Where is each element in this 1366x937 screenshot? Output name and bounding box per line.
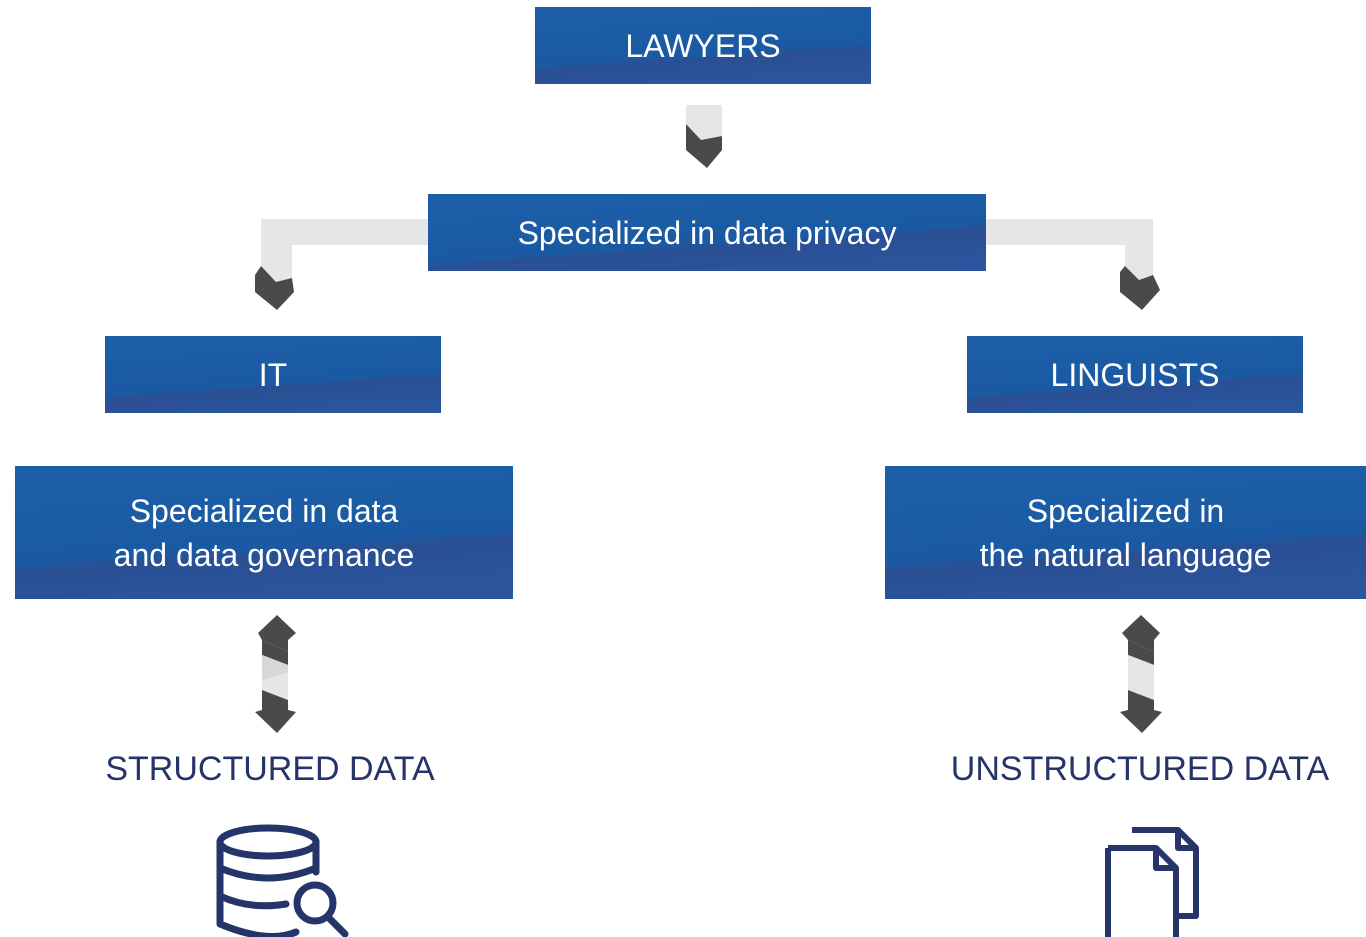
arrow-lawyers-to-privacy	[686, 105, 722, 168]
it-label: IT	[258, 356, 288, 393]
linguists-specialization-box: Specialized in the natural language	[885, 466, 1366, 599]
data-privacy-box: Specialized in data privacy	[428, 194, 986, 271]
connector-privacy-to-linguists	[986, 219, 1160, 310]
it-spec-line-2: and data governance	[113, 536, 415, 573]
it-specialization-box: Specialized in data and data governance	[15, 466, 513, 599]
it-box: IT	[105, 336, 441, 413]
linguists-box: LINGUISTS	[967, 336, 1303, 413]
it-spec-line-1: Specialized in data	[129, 492, 399, 529]
connector-privacy-to-it	[255, 219, 428, 310]
linguists-label: LINGUISTS	[1050, 356, 1220, 393]
documents-icon	[1105, 827, 1199, 937]
lawyers-box: LAWYERS	[535, 7, 871, 84]
ling-spec-line-1: Specialized in	[1026, 492, 1225, 529]
ling-spec-line-2: the natural language	[979, 536, 1272, 573]
double-arrow-it-structured	[255, 615, 296, 733]
data-privacy-label: Specialized in data privacy	[517, 214, 897, 251]
database-search-icon	[216, 824, 349, 937]
lawyers-label: LAWYERS	[625, 27, 781, 64]
unstructured-data-label: UNSTRUCTURED DATA	[950, 750, 1330, 788]
double-arrow-linguists-unstructured	[1120, 615, 1162, 733]
structured-data-label: STRUCTURED DATA	[105, 750, 435, 788]
